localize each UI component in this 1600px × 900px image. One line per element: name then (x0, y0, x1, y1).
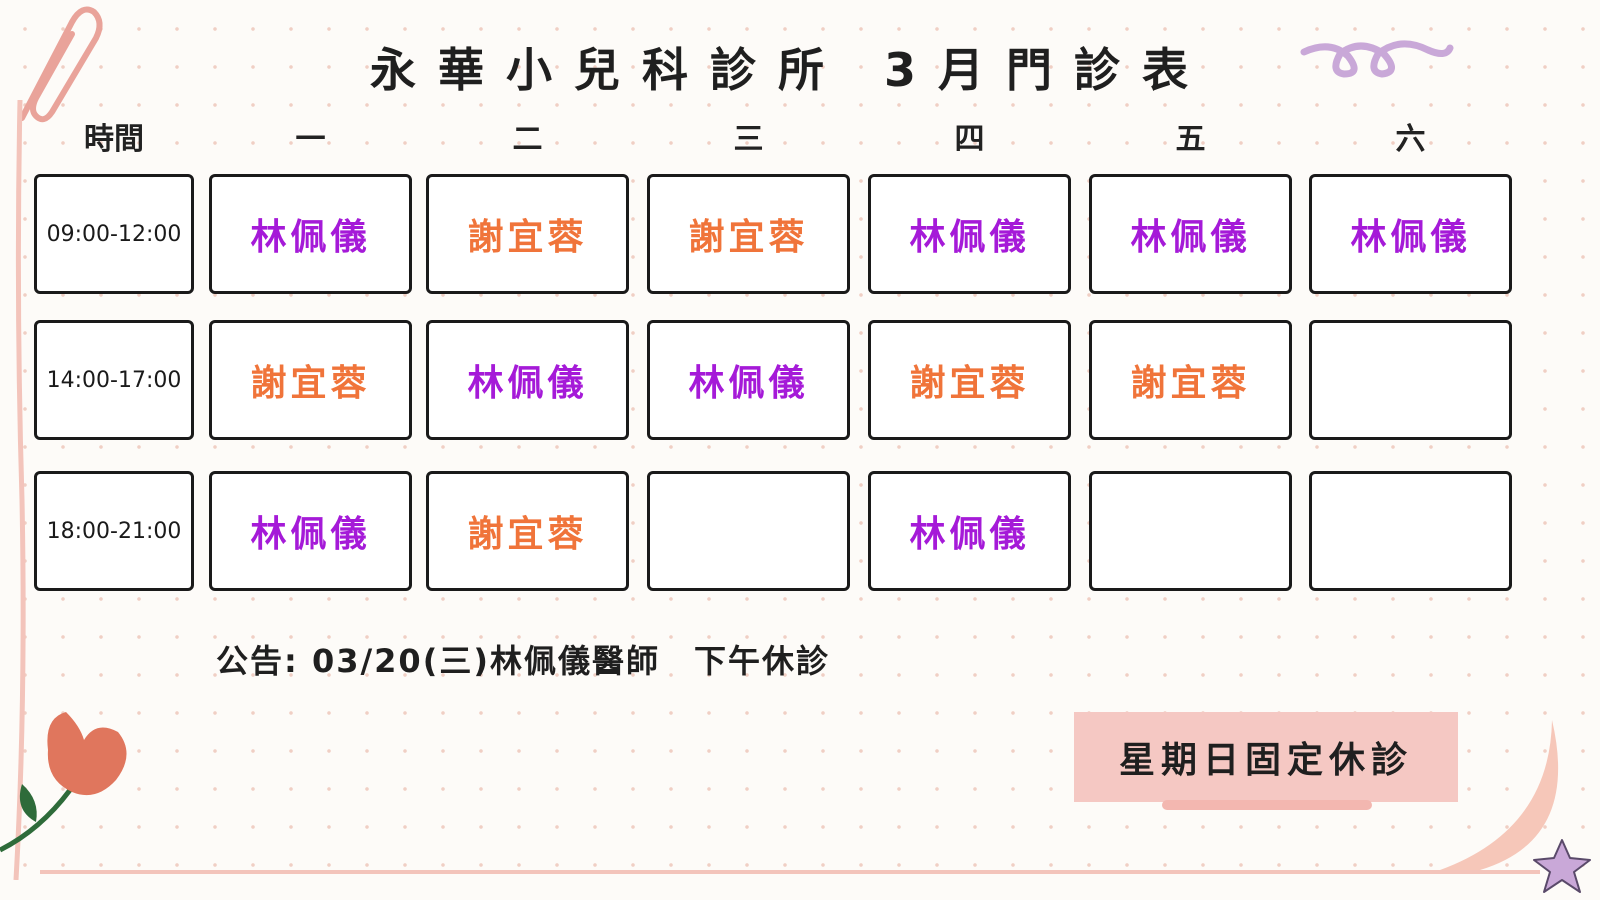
doctor-cell (1309, 320, 1512, 440)
doctor-cell: 謝宜蓉 (426, 174, 629, 294)
doctor-cell: 林佩儀 (209, 471, 412, 591)
tulip-flower-icon (0, 712, 127, 853)
doctor-cell: 謝宜蓉 (209, 320, 412, 440)
time-slot-cell: 09:00-12:00 (34, 174, 194, 294)
doctor-cell (647, 471, 850, 591)
swoosh-decoration (1440, 720, 1559, 870)
badge-underline-decoration (1162, 800, 1372, 810)
header-day-1: 一 (295, 122, 326, 157)
header-day-6: 六 (1395, 122, 1426, 157)
header-day-5: 五 (1175, 122, 1206, 157)
paperclip-icon (19, 6, 103, 123)
doctor-cell: 林佩儀 (1309, 174, 1512, 294)
page-title: 永華小兒科診所 3月門診表 (369, 43, 1211, 97)
doctor-cell: 林佩儀 (868, 471, 1071, 591)
sunday-closed-badge: 星期日固定休診 (1074, 712, 1458, 802)
vine-decoration (13, 100, 26, 880)
bottom-line-decoration (40, 870, 1540, 874)
header-day-4: 四 (954, 122, 985, 157)
time-slot-cell: 18:00-21:00 (34, 471, 194, 591)
doctor-cell (1309, 471, 1512, 591)
star-icon (1533, 839, 1591, 893)
squiggle-decoration (1300, 40, 1454, 78)
doctor-cell: 林佩儀 (868, 174, 1071, 294)
doctor-cell: 林佩儀 (647, 320, 850, 440)
header-day-3: 三 (733, 122, 764, 157)
doctor-cell (1089, 471, 1292, 591)
doctor-cell: 謝宜蓉 (868, 320, 1071, 440)
header-day-2: 二 (512, 122, 543, 157)
doctor-cell: 林佩儀 (426, 320, 629, 440)
notice-text: 公告: 03/20(三)林佩儀醫師 下午休診 (216, 642, 830, 680)
doctor-cell: 林佩儀 (1089, 174, 1292, 294)
doctor-cell: 謝宜蓉 (1089, 320, 1292, 440)
header-time-label: 時間 (84, 122, 144, 157)
doctor-cell: 謝宜蓉 (426, 471, 629, 591)
doctor-cell: 謝宜蓉 (647, 174, 850, 294)
doctor-cell: 林佩儀 (209, 174, 412, 294)
time-slot-cell: 14:00-17:00 (34, 320, 194, 440)
